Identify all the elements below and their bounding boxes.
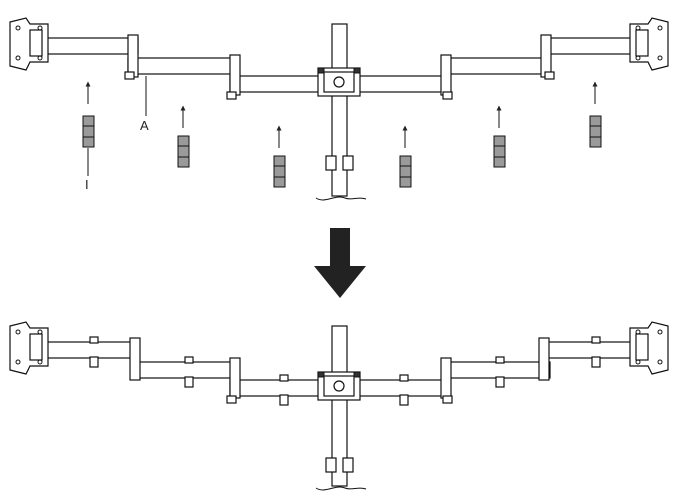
installed-clip bbox=[184, 376, 194, 388]
installed-clip bbox=[399, 374, 409, 382]
pole-clamp-bottom bbox=[325, 457, 354, 473]
cable-clip bbox=[82, 115, 95, 148]
installed-clip bbox=[89, 336, 99, 344]
installed-clips bbox=[89, 336, 601, 406]
cable-clip bbox=[399, 155, 412, 188]
right-arm-top bbox=[345, 34, 643, 100]
down-arrow-icon bbox=[314, 228, 366, 298]
bottom-assembly bbox=[9, 321, 669, 491]
pole-top bbox=[315, 23, 367, 201]
hub-bottom bbox=[317, 371, 361, 401]
cable-clips bbox=[82, 115, 602, 188]
label-a: A bbox=[140, 118, 149, 133]
left-arm-top bbox=[37, 34, 335, 100]
installed-clip bbox=[591, 356, 601, 368]
vesa-plate-right-top bbox=[629, 17, 669, 71]
pole-bottom bbox=[315, 325, 367, 491]
insert-arrows bbox=[85, 81, 598, 148]
installed-clip bbox=[184, 356, 194, 364]
installed-clip bbox=[279, 394, 289, 406]
installed-clip bbox=[279, 374, 289, 382]
vesa-plate-left-bottom bbox=[9, 321, 49, 375]
left-arm-bottom bbox=[37, 337, 335, 404]
installed-clip bbox=[399, 394, 409, 406]
vesa-plate-right-bottom bbox=[629, 321, 669, 375]
top-assembly bbox=[9, 17, 669, 201]
cable-clip bbox=[493, 135, 506, 168]
cable-clip bbox=[589, 115, 602, 148]
installed-clip bbox=[495, 356, 505, 364]
cable-clip bbox=[177, 135, 190, 168]
vesa-plate-left-top bbox=[9, 17, 49, 71]
cable-clip bbox=[273, 155, 286, 188]
label-i: I bbox=[85, 177, 89, 192]
installed-clip bbox=[495, 376, 505, 388]
pole-clamp-top bbox=[325, 155, 354, 171]
right-arm-bottom bbox=[345, 337, 643, 404]
installed-clip bbox=[89, 356, 99, 368]
hub-top bbox=[317, 67, 361, 97]
installed-clip bbox=[591, 336, 601, 344]
